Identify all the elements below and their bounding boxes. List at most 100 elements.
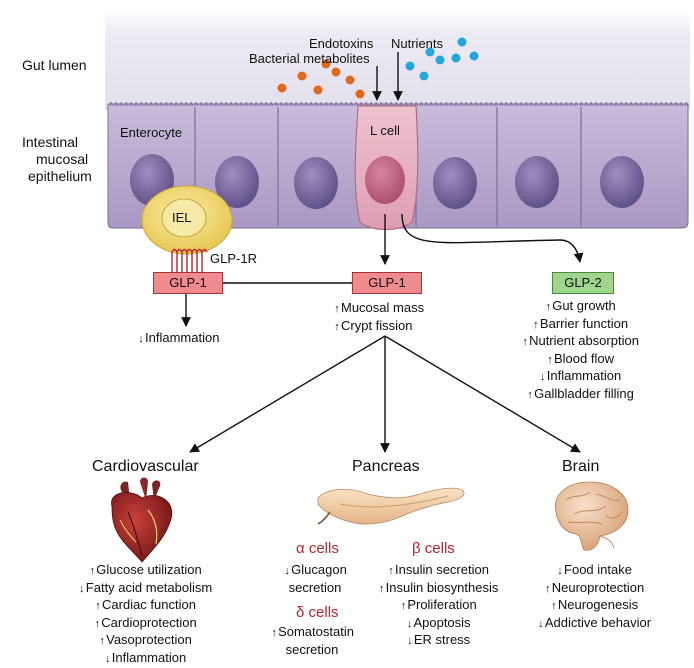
effect-item: ↓Addictive behavior — [528, 615, 660, 633]
arrow-down-icon: ↓ — [406, 617, 413, 630]
arrow-up-icon: ↑ — [400, 600, 407, 613]
pancreas-illustration — [317, 487, 465, 525]
effect-item: ↓Inflammation — [137, 330, 219, 348]
nutrient-particle — [457, 37, 467, 47]
effect-item: ↓Food intake — [528, 562, 660, 580]
nucleus — [215, 156, 259, 208]
nucleus — [294, 157, 338, 209]
arrow-up-icon: ↑ — [94, 617, 101, 630]
effect-text: Neuroprotection — [551, 579, 645, 595]
effect-item: ↑Insulin biosynthesis — [368, 580, 508, 598]
arrow-down-icon: ↓ — [138, 333, 144, 345]
effect-item: secretion — [262, 642, 362, 659]
arrow-down-icon: ↓ — [79, 582, 85, 595]
effect-text: Glucagon — [291, 562, 347, 577]
arrow-up-icon: ↑ — [378, 582, 385, 595]
arrow-up-icon: ↑ — [334, 303, 340, 315]
brain-title: Brain — [562, 458, 600, 475]
effect-text: Proliferation — [407, 597, 477, 613]
alpha-cells-title: α cells — [296, 540, 339, 557]
effect-item: ↑Mucosal mass — [333, 300, 424, 318]
effect-item: ↑Insulin secretion — [368, 562, 508, 580]
effect-text: Apoptosis — [413, 614, 471, 630]
effect-item: ↑Neuroprotection — [528, 580, 660, 598]
effect-item: ↑Neurogenesis — [528, 597, 660, 615]
arrow-up-icon: ↑ — [551, 600, 557, 613]
effect-text: Cardioprotection — [101, 614, 197, 630]
bacterial-particle — [277, 83, 287, 93]
effect-text: Fatty acid metabolism — [85, 579, 213, 595]
effect-item: ↑Glucose utilization — [60, 562, 230, 580]
nutrient-particle — [425, 47, 435, 57]
effect-item: ↑Gut growth — [520, 298, 640, 316]
delta-cells-title: δ cells — [296, 604, 339, 621]
effect-text: Insulin biosynthesis — [385, 579, 499, 595]
bacterial-particle — [331, 67, 341, 77]
bacterial-particle — [297, 71, 307, 81]
effect-text: secretion — [285, 641, 339, 657]
bacterial-particle — [355, 89, 365, 99]
effect-text: Somatostatin — [278, 624, 354, 639]
glp2-effects-list: ↑Gut growth↑Barrier function↑Nutrient ab… — [520, 298, 640, 404]
bacterial-particle — [321, 59, 331, 69]
arrow-up-icon: ↑ — [545, 582, 551, 595]
arrow-up-icon: ↑ — [533, 318, 539, 331]
effect-text: Cardiac function — [102, 597, 196, 613]
nutrient-particles — [405, 37, 479, 81]
arrow-down-icon: ↓ — [540, 371, 546, 384]
arrow-to-brain — [384, 335, 581, 453]
nucleus — [515, 156, 559, 208]
l-cell-label: L cell — [370, 123, 400, 138]
effect-text: Nutrient absorption — [529, 333, 639, 349]
arrow-to-cardio — [189, 335, 386, 453]
effect-item: ↑Proliferation — [368, 597, 508, 615]
brain-illustration — [555, 481, 629, 551]
effect-text: secretion — [288, 579, 342, 595]
arrow-up-icon: ↑ — [547, 353, 553, 366]
effect-item: ↑Gallbladder filling — [520, 386, 640, 404]
effect-item: ↑Crypt fission — [333, 318, 424, 336]
beta-cells-effects: ↑Insulin secretion↑Insulin biosynthesis↑… — [368, 562, 508, 650]
effect-item: ↓Fatty acid metabolism — [60, 580, 230, 598]
enterocyte-label: Enterocyte — [120, 125, 183, 140]
arrow-up-icon: ↑ — [388, 565, 394, 577]
effect-text: Blood flow — [554, 350, 614, 366]
iel-label: IEL — [172, 210, 192, 225]
glp1-local-effects-list: ↑Mucosal mass↑Crypt fission — [333, 300, 424, 335]
epithelium-label-line1: Intestinal — [22, 134, 79, 150]
nutrient-particle — [435, 55, 445, 65]
effect-item: ↑Barrier function — [520, 316, 640, 334]
epithelium — [107, 102, 689, 231]
effect-text: Gut growth — [552, 298, 616, 313]
effect-item: ↑Vasoprotection — [60, 632, 230, 650]
heart-illustration — [111, 477, 173, 563]
effect-text: Vasoprotection — [106, 632, 192, 648]
effect-item: ↑Somatostatin — [262, 624, 362, 642]
effect-text: Inflammation — [145, 330, 220, 345]
gut-lumen-label: Gut lumen — [22, 57, 87, 73]
microvilli — [109, 102, 688, 107]
effect-item: ↓Inflammation — [520, 368, 640, 386]
effect-item: ↓Inflammation — [60, 650, 230, 668]
pathway-arrows — [181, 52, 584, 453]
effect-text: Addictive behavior — [544, 614, 652, 630]
effect-item: secretion — [270, 580, 360, 597]
nutrient-particle — [405, 61, 415, 71]
arrow-up-icon: ↑ — [99, 635, 105, 648]
effect-item: ↑Cardiac function — [60, 597, 230, 615]
arrow-up-icon: ↑ — [89, 565, 96, 577]
effect-text: Glucose utilization — [96, 562, 202, 577]
nucleus — [600, 156, 644, 208]
arrow-down-icon: ↓ — [407, 635, 413, 648]
bacterial-metabolites-label: Bacterial metabolites — [249, 51, 370, 66]
iel-effects-list: ↓Inflammation — [137, 330, 219, 348]
effect-text: Inflammation — [546, 368, 622, 384]
effect-text: Barrier function — [539, 315, 629, 331]
arrow-down-icon: ↓ — [105, 652, 111, 665]
arrow-up-icon: ↑ — [545, 301, 551, 313]
effect-text: Inflammation — [111, 649, 187, 665]
arrow-up-icon: ↑ — [95, 600, 101, 613]
iel-cell — [141, 185, 233, 255]
arrow-up-icon: ↑ — [334, 320, 340, 333]
